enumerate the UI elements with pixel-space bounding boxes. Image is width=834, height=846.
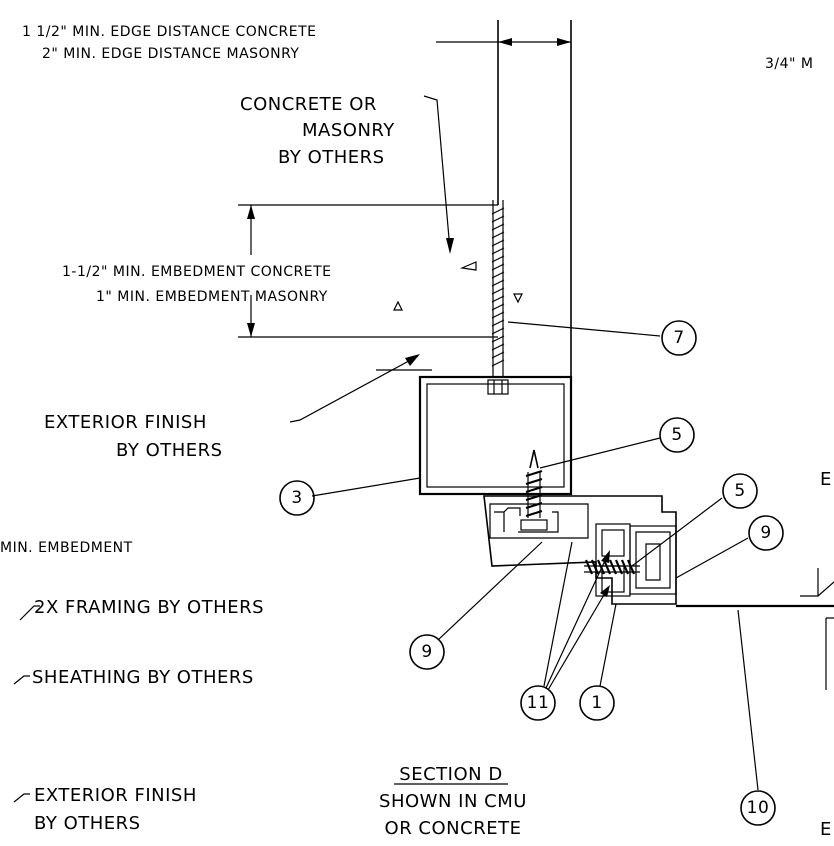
masonry-anchor-screw bbox=[487, 200, 509, 395]
edge-distance-note-line2: 2" MIN. EDGE DISTANCE MASONRY bbox=[42, 46, 299, 62]
flashing-bracket bbox=[800, 581, 834, 597]
callout-9a-label: 9 bbox=[421, 642, 432, 662]
section-title: SECTION D bbox=[399, 764, 502, 785]
edge-dim-arrow-left bbox=[498, 38, 512, 46]
callout-5a-label: 5 bbox=[671, 425, 682, 445]
callout-11-leader-b bbox=[545, 553, 609, 689]
masonry-hatch-triangle-2 bbox=[393, 300, 403, 311]
exterior-finish-leader-arrow bbox=[405, 354, 420, 366]
exterior-finish2-note-line1: EXTERIOR FINISH bbox=[34, 785, 197, 806]
partial-note-mid-right: E bbox=[820, 469, 832, 490]
edge-dim-arrow-right bbox=[557, 38, 571, 46]
callout-7-label: 7 bbox=[673, 328, 684, 348]
callout-1-leader bbox=[599, 603, 617, 687]
frame-screw-horizontal bbox=[584, 559, 640, 575]
callout-5b-bubble bbox=[722, 473, 758, 509]
concrete-hatch-triangle bbox=[459, 261, 477, 271]
sheathing-leader bbox=[13, 675, 30, 685]
callout-3-leader bbox=[311, 477, 421, 497]
embed-note-line1: 1-1/2" MIN. EMBEDMENT CONCRETE bbox=[62, 264, 332, 280]
tube-member-outer bbox=[418, 375, 573, 496]
callout-10-bubble bbox=[740, 790, 776, 826]
masonry-hatch-triangle bbox=[513, 293, 523, 304]
callout-11-label: 11 bbox=[527, 693, 550, 713]
partial-note-bottom-right: E bbox=[820, 819, 832, 840]
callout-3-bubble bbox=[279, 480, 315, 516]
exterior-finish-note-line1: EXTERIOR FINISH bbox=[44, 412, 207, 433]
callout-5a-bubble bbox=[659, 417, 695, 453]
callout-9a-leader bbox=[437, 541, 543, 641]
callout-11-leader-a bbox=[543, 541, 573, 687]
callout-9b-leader bbox=[675, 537, 749, 579]
substrate-note-line1: CONCRETE OR bbox=[240, 94, 377, 115]
embed-dim-arrow-top bbox=[247, 205, 255, 219]
callout-5b-label: 5 bbox=[734, 481, 745, 501]
partial-note-top-right: 3/4" M bbox=[765, 56, 814, 72]
substrate-note-line3: BY OTHERS bbox=[278, 147, 385, 168]
tube-member-inner bbox=[426, 383, 565, 488]
callout-11-bubble bbox=[520, 685, 556, 721]
frame-screw-upper bbox=[520, 449, 548, 531]
partial-embedment-note: MIN. EMBEDMENT bbox=[0, 540, 133, 556]
callout-11-leader-c bbox=[547, 587, 609, 691]
section-subtitle-line1: SHOWN IN CMU bbox=[379, 791, 527, 812]
flashing-bracket-lower bbox=[825, 617, 834, 690]
embed-note-line2: 1" MIN. EMBEDMENT MASONRY bbox=[96, 289, 328, 305]
framing-note: 2X FRAMING BY OTHERS bbox=[34, 597, 264, 618]
exterior-finish-leader bbox=[289, 355, 419, 423]
callout-9a-bubble bbox=[409, 634, 445, 670]
callout-10-leader bbox=[737, 609, 759, 791]
callout-11-arrow-b bbox=[601, 550, 610, 563]
callout-11-arrow-c bbox=[600, 585, 610, 597]
callout-5b-leader bbox=[631, 497, 723, 567]
exterior-finish-note-line2: BY OTHERS bbox=[116, 440, 223, 461]
edge-distance-note-line1: 1 1/2" MIN. EDGE DISTANCE CONCRETE bbox=[22, 24, 317, 40]
embed-dim-arrow-bottom bbox=[247, 323, 255, 337]
aluminum-frame-extrusion bbox=[483, 495, 677, 605]
callout-1-label: 1 bbox=[591, 693, 602, 713]
callout-7-leader bbox=[507, 321, 661, 337]
framing-leader bbox=[19, 605, 40, 621]
exterior-finish2-note-line2: BY OTHERS bbox=[34, 813, 141, 834]
section-subtitle-line2: OR CONCRETE bbox=[385, 818, 522, 839]
callout-7-bubble bbox=[661, 320, 697, 356]
substrate-note-line2: MASONRY bbox=[302, 120, 395, 141]
exterior-finish2-leader bbox=[13, 793, 30, 803]
callout-3-label: 3 bbox=[291, 488, 302, 508]
callout-1-bubble bbox=[579, 685, 615, 721]
callout-9b-label: 9 bbox=[760, 523, 771, 543]
callout-10-label: 10 bbox=[747, 798, 770, 818]
sheathing-note: SHEATHING BY OTHERS bbox=[32, 667, 254, 688]
substrate-leader-arrow bbox=[446, 238, 454, 254]
callout-9b-bubble bbox=[748, 515, 784, 551]
substrate-leader bbox=[423, 95, 451, 251]
callout-5a-leader bbox=[539, 437, 661, 469]
